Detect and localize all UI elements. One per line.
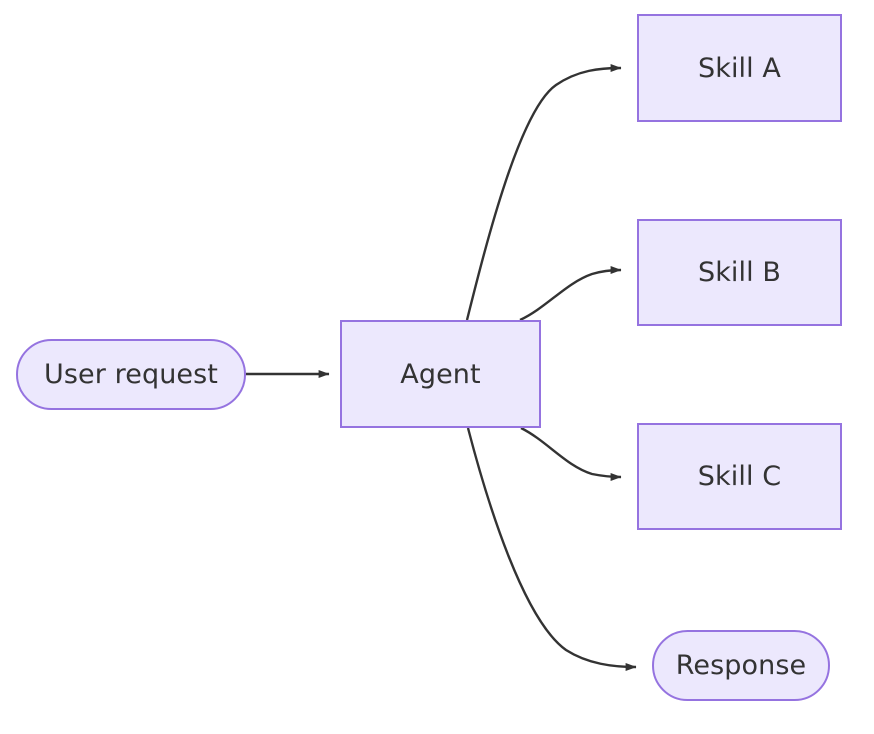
node-agent[interactable]: Agent	[340, 320, 541, 428]
node-skill-c-label: Skill C	[697, 461, 782, 492]
node-response-label: Response	[675, 650, 807, 681]
node-skill-a-label: Skill A	[697, 52, 782, 84]
node-skill-a[interactable]: Skill A	[637, 14, 842, 122]
edge-agent-to-response	[466, 427, 637, 671]
edge-agent-to-skill-a	[465, 64, 622, 321]
node-skill-b[interactable]: Skill B	[637, 219, 842, 326]
node-response[interactable]: Response	[652, 630, 830, 701]
edge-agent-to-skill-b	[519, 266, 622, 322]
node-user-request-label: User request	[44, 359, 218, 390]
node-agent-label: Agent	[400, 358, 481, 390]
node-skill-b-label: Skill B	[697, 257, 782, 288]
edge-agent-to-skill-c	[520, 426, 622, 481]
node-skill-c[interactable]: Skill C	[637, 423, 842, 530]
node-user-request[interactable]: User request	[16, 339, 246, 410]
